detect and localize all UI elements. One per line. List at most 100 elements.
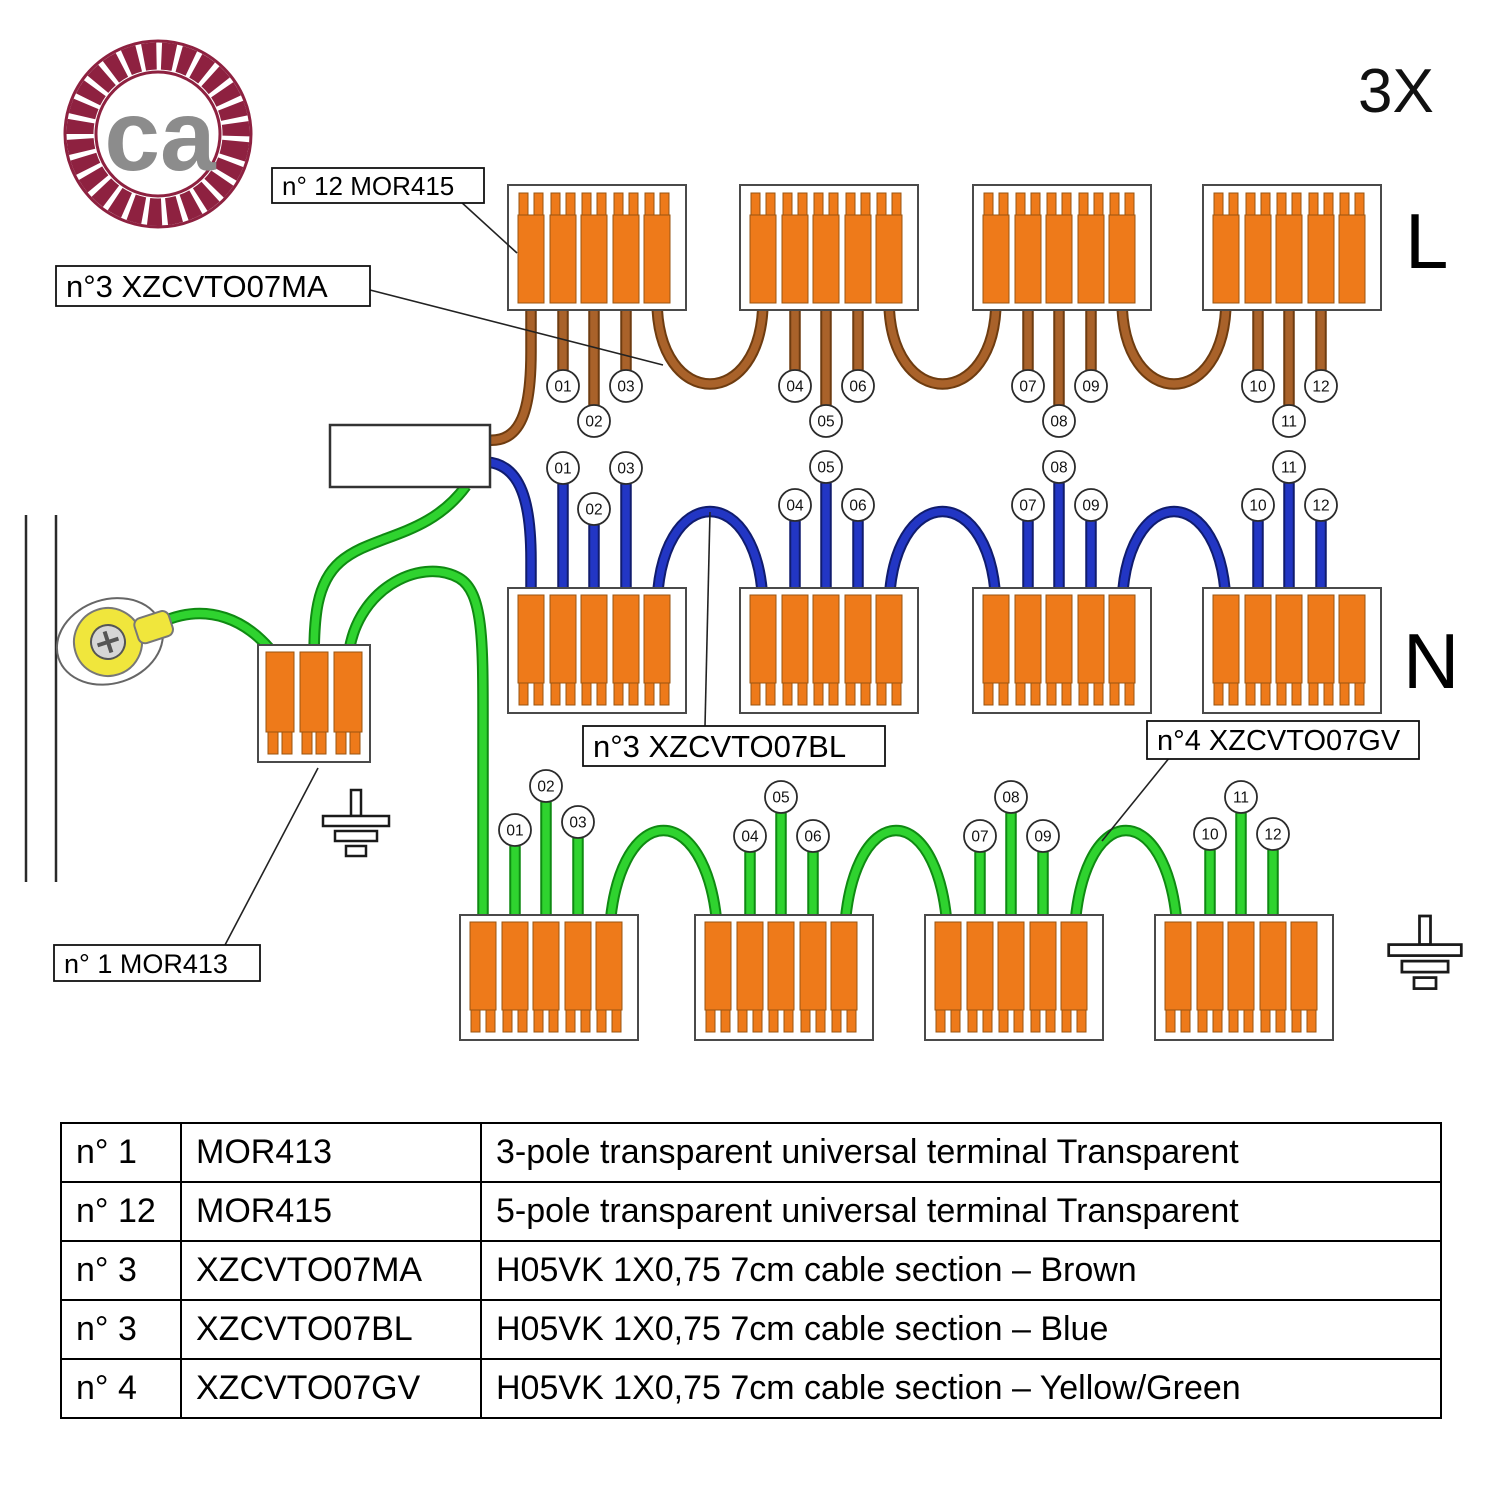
wire-number-L-04: 04	[778, 369, 812, 403]
callout-label: n° 1 MOR413	[64, 949, 228, 979]
desc-cell: H05VK 1X0,75 7cm cable section – Blue	[480, 1299, 1442, 1360]
code-cell: XZCVTO07MA	[180, 1240, 482, 1301]
leader-line	[224, 767, 319, 946]
brand-logo: ca	[63, 39, 253, 229]
wire-number-E-11: 11	[1224, 780, 1258, 814]
badge-circle	[1042, 404, 1076, 438]
wire-number-E-05: 05	[764, 780, 798, 814]
badge-label: 08	[1050, 414, 1067, 431]
callout-xzcvto07gv: n°4 XZCVTO07GV	[1101, 720, 1420, 842]
badge-circle	[1304, 369, 1338, 403]
wire-number-N-11: 11	[1272, 450, 1306, 484]
callout-box	[582, 725, 886, 767]
wire-number-N-10: 10	[1241, 488, 1275, 522]
table-row: n° 12 MOR415 5-pole transparent universa…	[60, 1181, 1442, 1242]
earth-symbol-icon	[1387, 914, 1463, 990]
wire-number-L-09: 09	[1074, 369, 1108, 403]
badge-circle	[841, 488, 875, 522]
badge-label: 11	[1233, 790, 1249, 807]
callout-box	[1146, 720, 1420, 760]
badge-label: 05	[772, 790, 789, 807]
ring-barrel	[133, 610, 174, 645]
badge-label: 10	[1201, 827, 1219, 844]
callout-box	[271, 167, 485, 204]
callout-box	[53, 944, 261, 982]
badge-circle	[1224, 780, 1258, 814]
badge-circle	[796, 819, 830, 853]
logo-inner-ring	[94, 70, 222, 198]
badge-label: 05	[817, 414, 834, 431]
power-cable-entry	[328, 423, 492, 489]
leader-line	[1101, 756, 1171, 842]
badge-circle	[1026, 819, 1060, 853]
badge-label: 01	[506, 823, 523, 840]
badge-circle	[963, 819, 997, 853]
wire-number-L-01: 01	[546, 369, 580, 403]
badge-circle	[809, 404, 843, 438]
wire-number-N-07: 07	[1011, 488, 1045, 522]
callout-mor415: n° 12 MOR415	[271, 167, 518, 254]
terminal-block	[739, 184, 919, 311]
badge-label: 01	[554, 461, 571, 478]
wire-number-L-08: 08	[1042, 404, 1076, 438]
wire-number-L-02: 02	[577, 404, 611, 438]
desc-cell: 3-pole transparent universal terminal Tr…	[480, 1122, 1442, 1183]
wire-number-N-09: 09	[1074, 488, 1108, 522]
wire-number-L-10: 10	[1241, 369, 1275, 403]
badge-label: 09	[1034, 829, 1051, 846]
table-row: n° 3 XZCVTO07MA H05VK 1X0,75 7cm cable s…	[60, 1240, 1442, 1301]
badge-label: 11	[1281, 460, 1297, 477]
wire-number-E-01: 01	[498, 813, 532, 847]
wire-number-N-01: 01	[546, 451, 580, 485]
callout-label: n°4 XZCVTO07GV	[1157, 725, 1401, 757]
badge-circle	[778, 369, 812, 403]
code-cell: XZCVTO07GV	[180, 1358, 482, 1419]
desc-cell: H05VK 1X0,75 7cm cable section – Yellow/…	[480, 1358, 1442, 1419]
wire-number-N-12: 12	[1304, 488, 1338, 522]
terminal-block	[507, 587, 687, 714]
wire-number-E-09: 09	[1026, 819, 1060, 853]
wire-number-L-07: 07	[1011, 369, 1045, 403]
leader-line	[369, 289, 664, 366]
badge-label: 05	[817, 460, 834, 477]
badge-circle	[764, 780, 798, 814]
callout-box	[55, 265, 371, 307]
badge-circle	[994, 780, 1028, 814]
badge-circle	[1304, 488, 1338, 522]
table-row: n° 4 XZCVTO07GV H05VK 1X0,75 7cm cable s…	[60, 1358, 1442, 1419]
badge-label: 10	[1249, 379, 1267, 396]
badge-label: 07	[971, 829, 988, 846]
badge-circle	[733, 819, 767, 853]
wire-number-E-07: 07	[963, 819, 997, 853]
badge-circle	[809, 450, 843, 484]
badge-label: 03	[569, 815, 586, 832]
screw-cross-icon	[96, 630, 120, 654]
terminal-strip-earth	[459, 914, 1334, 1041]
badge-label: 06	[849, 379, 866, 396]
badge-circle	[529, 769, 563, 803]
logo-rope-ring	[66, 42, 250, 226]
badge-label: 07	[1019, 379, 1036, 396]
wire-number-N-06: 06	[841, 488, 875, 522]
badge-circle	[561, 805, 595, 839]
table-row: n° 1 MOR413 3-pole transparent universal…	[60, 1122, 1442, 1183]
line-neutral-label: N	[1403, 617, 1459, 705]
wire-number-E-06: 06	[796, 819, 830, 853]
badge-circle	[609, 451, 643, 485]
badge-circle	[1272, 404, 1306, 438]
terminal-strip-neutral	[507, 587, 1382, 714]
terminal-block	[972, 587, 1152, 714]
desc-cell: H05VK 1X0,75 7cm cable section – Brown	[480, 1240, 1442, 1301]
wire-number-E-08: 08	[994, 780, 1028, 814]
terminal-block	[972, 184, 1152, 311]
badge-label: 02	[537, 779, 554, 796]
desc-cell: 5-pole transparent universal terminal Tr…	[480, 1181, 1442, 1242]
badge-label: 12	[1312, 379, 1329, 396]
badge-label: 11	[1281, 414, 1297, 431]
wire-number-E-02: 02	[529, 769, 563, 803]
qty-cell: n° 3	[60, 1299, 182, 1360]
logo-text: ca	[104, 80, 217, 192]
badge-label: 03	[617, 461, 634, 478]
